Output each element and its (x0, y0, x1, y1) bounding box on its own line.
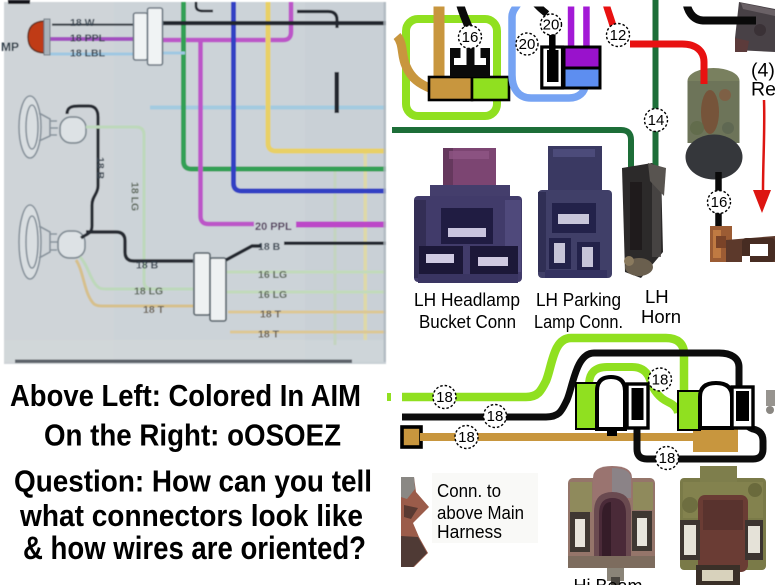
svg-text:12: 12 (610, 27, 627, 44)
svg-text:& how wires are oriented?: & how wires are oriented? (23, 530, 366, 566)
svg-text:18 PPL: 18 PPL (70, 33, 106, 45)
svg-text:Horn: Horn (641, 306, 681, 327)
svg-text:Conn. to: Conn. to (437, 480, 501, 501)
svg-text:16: 16 (711, 194, 728, 211)
svg-text:16 LG: 16 LG (258, 269, 287, 281)
svg-text:LH Parking: LH Parking (536, 289, 621, 310)
svg-text:18 B: 18 B (94, 157, 106, 180)
svg-text:18 T: 18 T (143, 304, 165, 316)
svg-text:18 W: 18 W (70, 17, 95, 29)
svg-text:20: 20 (519, 36, 536, 53)
svg-text:18 B: 18 B (136, 260, 159, 272)
svg-text:18: 18 (436, 389, 453, 406)
svg-text:(4): (4) (751, 60, 775, 82)
svg-text:18 LG: 18 LG (134, 286, 163, 298)
svg-text:16: 16 (462, 29, 479, 46)
svg-text:Above Left: Colored In AIM: Above Left: Colored In AIM (10, 378, 361, 413)
svg-text:Harness: Harness (437, 521, 502, 542)
svg-text:18: 18 (659, 450, 676, 467)
svg-text:18 B: 18 B (258, 241, 281, 253)
svg-text:18 LBL: 18 LBL (70, 48, 106, 60)
svg-text:MP: MP (1, 40, 19, 54)
svg-text:LH: LH (645, 286, 669, 307)
svg-text:18: 18 (652, 372, 669, 389)
svg-text:18 LG: 18 LG (129, 182, 141, 211)
svg-text:Lamp Conn.: Lamp Conn. (534, 311, 623, 332)
svg-text:18: 18 (458, 429, 475, 446)
svg-text:18 T: 18 T (260, 309, 282, 321)
svg-text:Hi Beam: Hi Beam (573, 576, 642, 585)
svg-text:Question: How can you tell: Question: How can you tell (14, 464, 372, 499)
svg-text:18: 18 (487, 408, 504, 425)
svg-text:20: 20 (543, 17, 560, 34)
svg-text:Re: Re (751, 79, 775, 101)
svg-text:16 LG: 16 LG (258, 289, 287, 301)
svg-text:LH Headlamp: LH Headlamp (414, 289, 520, 310)
svg-text:what connectors look like: what connectors look like (19, 498, 363, 533)
svg-text:above Main: above Main (437, 502, 524, 523)
svg-text:20 PPL: 20 PPL (255, 221, 292, 233)
svg-text:18 T: 18 T (258, 329, 280, 341)
svg-text:Bucket Conn: Bucket Conn (419, 311, 516, 332)
svg-text:14: 14 (648, 112, 665, 129)
svg-text:On the Right: oOSOEZ: On the Right: oOSOEZ (44, 418, 341, 453)
